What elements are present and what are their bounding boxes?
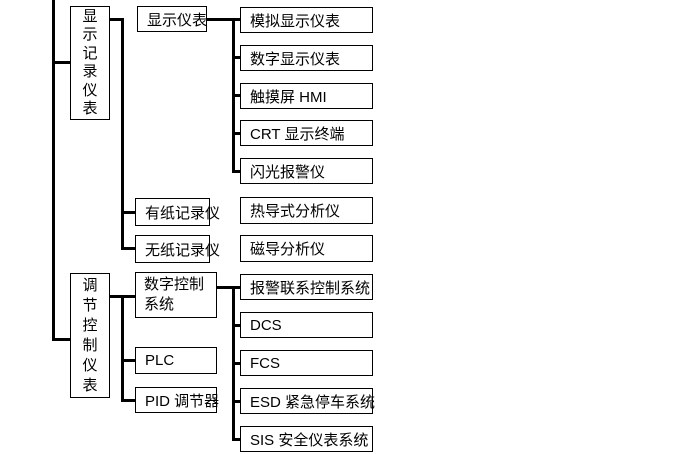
node-label: 报警联系控制系统 xyxy=(250,279,371,297)
node-magnetic-analyzer: 磁导分析仪 xyxy=(240,235,373,262)
node-dcs: DCS xyxy=(240,312,373,338)
node-label: 闪光报警仪 xyxy=(250,163,326,181)
node-label: 热导式分析仪 xyxy=(250,203,341,220)
connector-tick-digital-display xyxy=(232,56,241,59)
connector-tick-plc xyxy=(121,359,136,362)
connector-branch-control xyxy=(52,338,71,341)
node-esd-system: ESD 紧急停车系统 xyxy=(240,388,376,414)
node-touchscreen-hmi: 触摸屏 HMI xyxy=(240,83,373,109)
node-fcs: FCS xyxy=(240,350,373,376)
node-alarm-interlock-system: 报警联系控制系统 xyxy=(240,274,373,300)
node-label: 数字控制系统 xyxy=(144,276,205,313)
node-label: 显示仪表 xyxy=(147,11,208,29)
connector-main-spine xyxy=(52,0,55,341)
node-plc: PLC xyxy=(135,347,217,374)
connector-tick-esd xyxy=(232,400,241,403)
node-pid-controller: PID 调节器 xyxy=(135,387,220,413)
node-analog-display: 模拟显示仪表 xyxy=(240,7,373,33)
node-flash-alarm: 闪光报警仪 xyxy=(240,158,373,184)
connector-tick-crt-terminal xyxy=(232,132,241,135)
connector-group1-vertical xyxy=(121,18,124,250)
node-label: ESD 紧急停车系统 xyxy=(250,393,376,411)
connector-tick-flash-alarm xyxy=(232,170,241,173)
node-digital-control-system: 数字控制系统 xyxy=(135,272,217,318)
node-label: 有纸记录仪 xyxy=(145,204,221,222)
node-label: SIS 安全仪表系统 xyxy=(250,431,369,449)
node-label: 数字显示仪表 xyxy=(250,50,341,68)
connector-control-sub-horizontal xyxy=(216,286,241,289)
connector-tick-dcs xyxy=(232,324,241,327)
node-label: CRT 显示终端 xyxy=(250,125,345,143)
node-label: DCS xyxy=(250,316,282,334)
connector-tick-pid xyxy=(121,399,136,402)
connector-display-sub-horizontal xyxy=(206,18,241,21)
node-label: 无纸记录仪 xyxy=(145,241,221,259)
node-crt-terminal: CRT 显示终端 xyxy=(240,120,373,146)
connector-tick-paper-recorder xyxy=(121,211,136,214)
node-digital-display: 数字显示仪表 xyxy=(240,45,373,71)
connector-group2-vertical xyxy=(121,295,124,402)
node-sis-system: SIS 安全仪表系统 xyxy=(240,426,373,452)
connector-tick-sis xyxy=(232,438,241,441)
node-control-instruments: 调节控制仪表 xyxy=(70,273,110,398)
node-label: 模拟显示仪表 xyxy=(250,12,341,30)
node-display-recording-instruments: 显示记录仪表 xyxy=(70,6,110,120)
node-label: FCS xyxy=(250,354,280,372)
connector-tick-fcs xyxy=(232,362,241,365)
node-paper-recorder: 有纸记录仪 xyxy=(135,198,220,226)
node-label: 触摸屏 HMI xyxy=(250,88,327,106)
node-label: PID 调节器 xyxy=(145,392,220,410)
node-thermal-conductivity-analyzer: 热导式分析仪 xyxy=(240,197,373,224)
node-label: 磁导分析仪 xyxy=(250,241,326,258)
connector-tick-paperless-recorder xyxy=(121,247,136,250)
node-display-instruments: 显示仪表 xyxy=(137,6,207,32)
connector-branch-display-recording xyxy=(52,61,71,64)
node-paperless-recorder: 无纸记录仪 xyxy=(135,235,220,263)
connector-tick-touchscreen-hmi xyxy=(232,94,241,97)
node-label: 显示记录仪表 xyxy=(82,7,98,118)
node-label: PLC xyxy=(145,352,175,369)
connector-group1-horizontal xyxy=(109,18,124,21)
node-label: 调节控制仪表 xyxy=(82,276,98,394)
